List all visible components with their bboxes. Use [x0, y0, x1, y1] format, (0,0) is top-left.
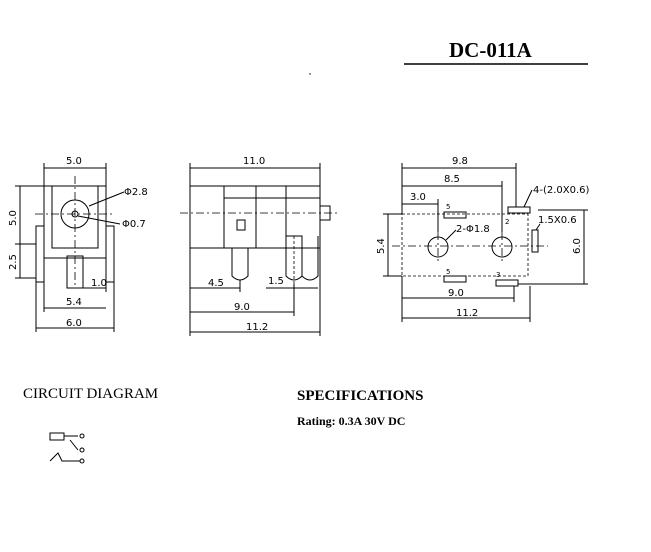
- stray-dot: [309, 73, 311, 75]
- pcb-slot: [443, 275, 467, 283]
- circuit-symbol: [49, 432, 85, 464]
- side-pin-right: [301, 236, 319, 281]
- pcb-pad: [531, 229, 539, 253]
- pcb-slot: [495, 279, 519, 287]
- specs-heading: SPECIFICATIONS: [297, 388, 423, 404]
- part-number-title: DC-011A: [449, 38, 533, 62]
- terminal: [79, 458, 85, 464]
- terminal: [79, 433, 85, 439]
- plug-lead: [69, 439, 79, 451]
- front-center-pin: [66, 255, 84, 289]
- pcb-dim-top2: 8.5: [444, 174, 460, 185]
- front-left-leg: [35, 225, 45, 283]
- pcb-dim-top1: 9.8: [452, 156, 468, 167]
- side-small-tab: [236, 219, 246, 231]
- pcb-slot: [443, 211, 467, 219]
- pcb-hole-left: [427, 236, 449, 258]
- pcb-dim-left: 5.4: [376, 238, 387, 254]
- front-dim-phi-inner: Φ0.7: [122, 219, 146, 230]
- pcb-view: 5 2 5 3 9.8 8.5 3.0 4-(2.0X0.6) 2-Φ1.8 1…: [376, 156, 590, 322]
- terminal: [79, 447, 85, 453]
- side-body-outline: [189, 185, 321, 249]
- switch-contact: [49, 452, 80, 462]
- title-block: DC-011A: [309, 38, 588, 75]
- pcb-dim-top3: 3.0: [410, 192, 426, 203]
- pcb-slot: [507, 206, 531, 214]
- specs-section: SPECIFICATIONS Rating: 0.3A 30V DC: [297, 388, 423, 428]
- side-housing: [223, 185, 287, 249]
- leader-line: [77, 215, 121, 225]
- side-dim-a: 4.5: [208, 278, 224, 289]
- leader-line: [88, 191, 125, 207]
- plug-body: [49, 432, 65, 441]
- front-dim-left-upper: 5.0: [8, 210, 19, 226]
- pcb-pin-label: 5: [446, 203, 450, 211]
- front-dim-left-lower: 2.5: [8, 254, 19, 270]
- specs-rating: Rating: 0.3A 30V DC: [297, 414, 405, 428]
- pcb-pin-label: 3: [496, 271, 500, 279]
- pcb-dim-right: 6.0: [572, 238, 583, 254]
- side-dim-b: 1.5: [268, 276, 284, 287]
- front-dim-pin: 1.0: [91, 278, 107, 289]
- circuit-section: CIRCUIT DIAGRAM: [23, 386, 158, 464]
- side-dim-top: 11.0: [243, 156, 265, 167]
- pcb-dim-inner-bottom: 9.0: [448, 288, 464, 299]
- pcb-hole-right: [491, 236, 513, 258]
- leader-line: [535, 223, 541, 231]
- front-dim-phi-outer: Φ2.8: [124, 187, 148, 198]
- leader-line: [523, 189, 533, 208]
- side-dim-c: 9.0: [234, 302, 250, 313]
- pcb-pin-label: 2: [505, 218, 509, 226]
- side-pin-left: [231, 248, 249, 281]
- front-dim-top: 5.0: [66, 156, 82, 167]
- side-dim-bottom: 11.2: [246, 322, 268, 333]
- front-dim-inner-width: 5.4: [66, 297, 82, 308]
- pcb-pin-label: 5: [446, 268, 450, 276]
- pcb-dim-holes: 2-Φ1.8: [456, 224, 490, 235]
- front-view: 5.0 Φ2.8 Φ0.7 5.0 2.5 1.0 5.4 6.0: [8, 156, 148, 332]
- front-dim-bottom: 6.0: [66, 318, 82, 329]
- circuit-heading: CIRCUIT DIAGRAM: [23, 386, 158, 402]
- pcb-dim-slot: 4-(2.0X0.6): [533, 185, 590, 196]
- front-right-leg: [105, 225, 115, 283]
- pcb-dim-pad: 1.5X0.6: [538, 215, 577, 226]
- side-view: 11.0 4.5 1.5 9.0 11.2: [180, 156, 340, 336]
- pcb-dim-bottom: 11.2: [456, 308, 478, 319]
- leader-line: [445, 229, 457, 241]
